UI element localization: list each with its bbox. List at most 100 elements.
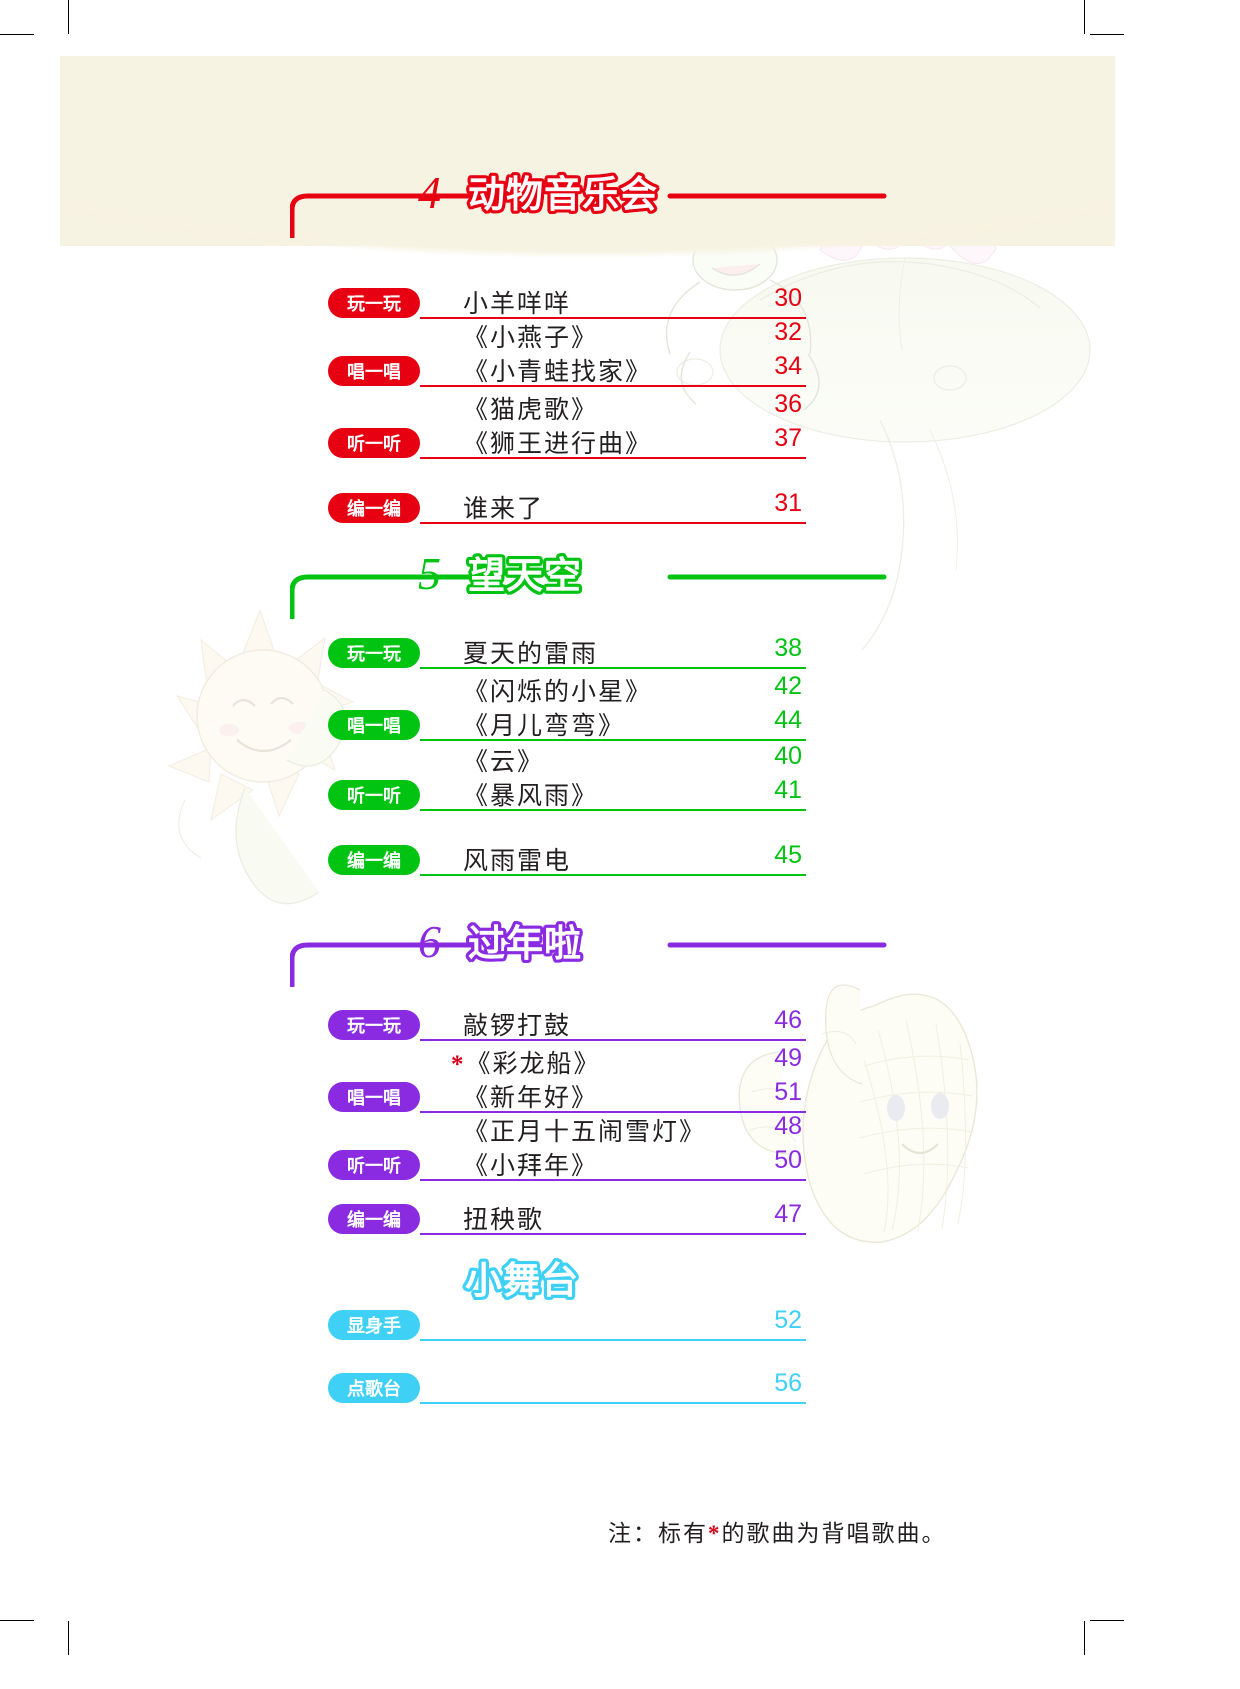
page-number[interactable]: 51 — [774, 1078, 802, 1106]
song-title[interactable]: 《猫虎歌》 — [463, 397, 599, 424]
row-rule — [420, 1339, 806, 1341]
toc-row[interactable]: 《猫虎歌》 36 — [328, 390, 806, 436]
row-rule — [420, 1111, 806, 1113]
page-number[interactable]: 36 — [774, 390, 802, 418]
song-title[interactable]: 夏天的雷雨 — [463, 641, 599, 668]
toc-row[interactable]: 《小燕子》 32 — [328, 318, 806, 364]
activity-pill[interactable]: 听一听 — [328, 428, 420, 458]
toc-row[interactable]: 唱一唱 《新年好》 51 — [328, 1078, 806, 1124]
row-rule — [420, 1039, 806, 1041]
page-number[interactable]: 31 — [774, 489, 802, 517]
toc-row[interactable]: 编一编 谁来了 31 — [328, 489, 806, 535]
page-number[interactable]: 45 — [774, 841, 802, 869]
page-number[interactable]: 44 — [774, 706, 802, 734]
toc-row[interactable]: 编一编 风雨雷电 45 — [328, 841, 806, 887]
row-rule — [420, 739, 806, 741]
unit-bracket — [290, 942, 887, 987]
toc-row[interactable]: 《正月十五闹雪灯》 48 — [328, 1112, 806, 1158]
page-number[interactable]: 52 — [774, 1306, 802, 1334]
page-number[interactable]: 47 — [774, 1200, 802, 1228]
unit-header: 5 望天空 — [290, 551, 890, 627]
page-number[interactable]: 40 — [774, 742, 802, 770]
song-title[interactable]: 敲锣打鼓 — [463, 1013, 572, 1040]
toc-row[interactable]: 玩一玩 夏天的雷雨 38 — [328, 634, 806, 680]
toc-row[interactable]: 唱一唱 《月儿弯弯》 44 — [328, 706, 806, 752]
song-title[interactable]: 《月儿弯弯》 — [463, 713, 626, 740]
activity-pill[interactable]: 听一听 — [328, 1150, 420, 1180]
toc-row[interactable]: 点歌台 56 — [328, 1369, 806, 1415]
page-number[interactable]: 42 — [774, 672, 802, 700]
activity-pill[interactable]: 唱一唱 — [328, 710, 420, 740]
unit-title: 望天空 — [468, 554, 582, 597]
song-title[interactable]: 扭秧歌 — [463, 1207, 545, 1234]
activity-pill[interactable]: 编一编 — [328, 845, 420, 875]
song-title[interactable]: 小羊咩咩 — [463, 291, 572, 318]
song-title[interactable]: 《正月十五闹雪灯》 — [463, 1119, 707, 1146]
toc-row[interactable]: 玩一玩 小羊咩咩 30 — [328, 284, 806, 330]
row-rule — [420, 1402, 806, 1404]
row-rule — [420, 522, 806, 524]
page-number[interactable]: 46 — [774, 1006, 802, 1034]
page-number[interactable]: 32 — [774, 318, 802, 346]
activity-pill[interactable]: 玩一玩 — [328, 638, 420, 668]
header-paper-wash — [60, 56, 1115, 306]
stage-title: 小舞台 — [465, 1259, 579, 1302]
page-number[interactable]: 38 — [774, 634, 802, 662]
row-rule — [420, 1179, 806, 1181]
unit-bracket — [290, 574, 887, 619]
toc-row[interactable]: 《闪烁的小星》 42 — [328, 672, 806, 718]
song-title[interactable]: 《云》 — [463, 749, 545, 776]
row-rule — [420, 667, 806, 669]
activity-pill[interactable]: 唱一唱 — [328, 1082, 420, 1112]
page-number[interactable]: 56 — [774, 1369, 802, 1397]
activity-pill[interactable]: 玩一玩 — [328, 1010, 420, 1040]
footnote-prefix: 注：标有 — [608, 1521, 708, 1546]
song-title[interactable]: 风雨雷电 — [463, 848, 572, 875]
song-title[interactable]: 《新年好》 — [463, 1085, 599, 1112]
row-rule — [420, 457, 806, 459]
toc-row[interactable]: 听一听 《小拜年》 50 — [328, 1146, 806, 1192]
page-number[interactable]: 34 — [774, 352, 802, 380]
row-rule — [420, 317, 806, 319]
song-title[interactable]: 《闪烁的小星》 — [463, 679, 653, 706]
activity-pill[interactable]: 显身手 — [328, 1310, 420, 1340]
activity-pill[interactable]: 玩一玩 — [328, 288, 420, 318]
toc-row[interactable]: 编一编 扭秧歌 47 — [328, 1200, 806, 1246]
unit-title: 过年啦 — [468, 922, 582, 965]
activity-pill[interactable]: 点歌台 — [328, 1373, 420, 1403]
song-title[interactable]: 《小青蛙找家》 — [463, 359, 653, 386]
crop-mark — [0, 34, 34, 35]
page-number[interactable]: 49 — [774, 1044, 802, 1072]
unit-number: 5 — [418, 548, 441, 599]
song-title[interactable]: *《彩龙船》 — [451, 1051, 601, 1078]
page-number[interactable]: 37 — [774, 424, 802, 452]
crop-mark — [1090, 34, 1124, 35]
unit-number: 4 — [418, 167, 441, 218]
song-title[interactable]: 《小拜年》 — [463, 1153, 599, 1180]
toc-row[interactable]: 唱一唱 《小青蛙找家》 34 — [328, 352, 806, 398]
page-number[interactable]: 30 — [774, 284, 802, 312]
activity-pill[interactable]: 编一编 — [328, 493, 420, 523]
activity-pill[interactable]: 听一听 — [328, 780, 420, 810]
song-title[interactable]: 《狮王进行曲》 — [463, 431, 653, 458]
crop-mark — [0, 1620, 34, 1621]
row-rule — [420, 1233, 806, 1235]
toc-row[interactable]: 《云》 40 — [328, 742, 806, 788]
unit-number: 6 — [418, 916, 441, 967]
crop-mark — [1084, 1621, 1085, 1655]
song-title[interactable]: 《暴风雨》 — [463, 783, 599, 810]
toc-row[interactable]: 听一听 《狮王进行曲》 37 — [328, 424, 806, 470]
activity-pill[interactable]: 编一编 — [328, 1204, 420, 1234]
song-title[interactable]: 《小燕子》 — [463, 325, 599, 352]
toc-row[interactable]: 玩一玩 敲锣打鼓 46 — [328, 1006, 806, 1052]
song-title[interactable]: 谁来了 — [463, 496, 545, 523]
toc-row[interactable]: 显身手 52 — [328, 1306, 806, 1352]
toc-row[interactable]: *《彩龙船》 49 — [328, 1044, 806, 1090]
activity-pill[interactable]: 唱一唱 — [328, 356, 420, 386]
page-number[interactable]: 50 — [774, 1146, 802, 1174]
toc-row[interactable]: 听一听 《暴风雨》 41 — [328, 776, 806, 822]
page-number[interactable]: 48 — [774, 1112, 802, 1140]
row-rule — [420, 874, 806, 876]
page-number[interactable]: 41 — [774, 776, 802, 804]
